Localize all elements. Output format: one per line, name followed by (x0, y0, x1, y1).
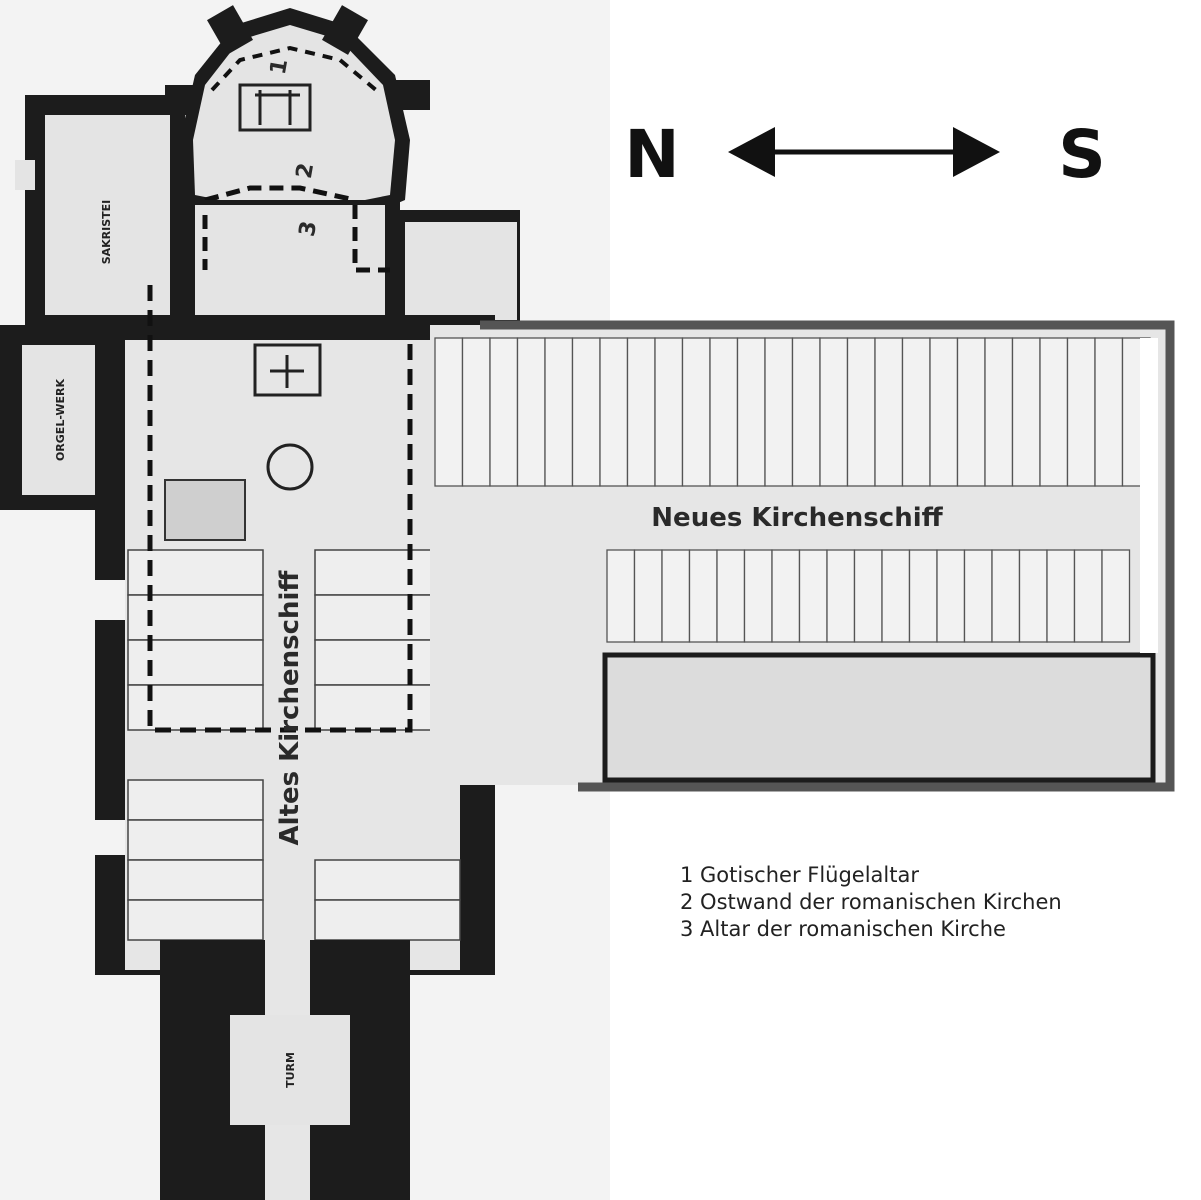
marker-2: 2 (292, 161, 319, 180)
old-nave-label: Altes Kirchenschiff (275, 570, 305, 846)
gothic-altar-icon (238, 83, 312, 132)
baptismal-font-icon (266, 443, 314, 491)
pew (716, 549, 746, 643)
pew (1094, 337, 1124, 487)
pew (688, 549, 718, 643)
pew (1073, 549, 1103, 643)
pew (991, 549, 1021, 643)
chancel (180, 200, 400, 320)
pew (929, 337, 959, 487)
pew (826, 549, 856, 643)
pew (626, 337, 656, 487)
organ-label: ORGEL-WERK (54, 378, 67, 461)
pew (489, 337, 519, 487)
marker-1: 1 (266, 57, 293, 76)
pew (1018, 549, 1048, 643)
double-arrow-icon (728, 127, 1000, 177)
tower-label: TURM (284, 1052, 297, 1088)
pew (1039, 337, 1069, 487)
pew (461, 337, 491, 487)
pew (1046, 549, 1076, 643)
pew (853, 549, 883, 643)
pew (846, 337, 876, 487)
tower (160, 940, 610, 1200)
pew (736, 337, 766, 487)
pew (771, 549, 801, 643)
pew (901, 337, 931, 487)
pew (764, 337, 794, 487)
pew (984, 337, 1014, 487)
pew (956, 337, 986, 487)
pew (908, 549, 938, 643)
pew (791, 337, 821, 487)
new-nave (430, 320, 1175, 792)
pew (661, 549, 691, 643)
pew (633, 549, 663, 643)
sacristy (15, 95, 185, 325)
pew (1101, 549, 1131, 643)
pew (654, 337, 684, 487)
pew (434, 337, 464, 487)
pew (516, 337, 546, 487)
pew (874, 337, 904, 487)
pew (936, 549, 966, 643)
pew (571, 337, 601, 487)
pew (1011, 337, 1041, 487)
marker-3: 3 (295, 219, 322, 238)
pew (599, 337, 629, 487)
new-nave-label: Neues Kirchenschiff (651, 503, 943, 533)
apse (165, 5, 430, 215)
legend-item: 2 Ostwand der romanischen Kirchen (680, 890, 1062, 914)
pew (681, 337, 711, 487)
cross-icon (270, 355, 304, 388)
sacristy-label: SAKRISTEI (100, 200, 113, 265)
south-label: S (1058, 116, 1106, 193)
legend-item: 1 Gotischer Flügelaltar (680, 863, 919, 887)
side-chapel (390, 210, 520, 325)
legend: 1 Gotischer Flügelaltar 2 Ostwand der ro… (680, 863, 1062, 941)
legend-item: 3 Altar der romanischen Kirche (680, 917, 1006, 941)
pew (544, 337, 574, 487)
pew (963, 549, 993, 643)
north-label: N (624, 116, 679, 193)
pew (798, 549, 828, 643)
pew (1066, 337, 1096, 487)
pew (819, 337, 849, 487)
pew (709, 337, 739, 487)
pew (743, 549, 773, 643)
pew (606, 549, 636, 643)
pew (881, 549, 911, 643)
